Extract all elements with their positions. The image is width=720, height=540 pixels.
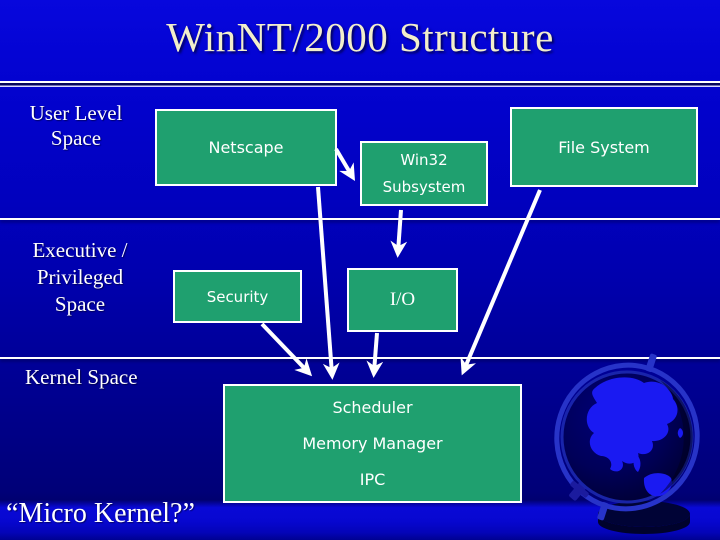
- label-kernel-space: Kernel Space: [25, 364, 185, 390]
- page-title: WinNT/2000 Structure: [166, 14, 554, 60]
- arrow-win32-to-io: [390, 209, 408, 258]
- box-label: Memory Manager: [302, 433, 443, 453]
- label-line: Space: [54, 292, 106, 316]
- globe-base-rim: [598, 514, 690, 534]
- box-micro-kernel: Scheduler Memory Manager IPC: [223, 384, 522, 503]
- arrow-security-to-kernel: [260, 322, 313, 377]
- label-line: Space: [50, 126, 102, 150]
- box-label: Security: [206, 287, 269, 306]
- arrow-filesystem-to-kernel: [460, 189, 542, 376]
- box-label: Win32: [400, 150, 448, 169]
- box-label: I/O: [389, 289, 416, 310]
- globe-icon: [554, 353, 700, 534]
- executive-space-divider-line: [0, 218, 720, 220]
- box-label: Netscape: [208, 138, 284, 157]
- label-line: Executive /: [32, 238, 128, 262]
- box-label: Subsystem: [382, 177, 466, 196]
- globe-shadow: [660, 380, 693, 494]
- arrow-io-to-kernel: [366, 332, 384, 378]
- box-file-system: File System: [510, 107, 698, 187]
- footer-quote: “Micro Kernel?”: [6, 498, 195, 529]
- globe-ring: [554, 353, 700, 521]
- title-divider-line: [0, 81, 720, 88]
- box-label: IPC: [359, 469, 386, 489]
- box-netscape: Netscape: [155, 109, 337, 186]
- box-win32-subsystem: Win32 Subsystem: [360, 141, 488, 206]
- label-line: User Level: [29, 101, 123, 125]
- box-security: Security: [173, 270, 302, 323]
- box-label: File System: [558, 137, 650, 157]
- arrow-netscape-to-kernel: [316, 186, 340, 380]
- label-user-level-space: User Level Space: [10, 101, 142, 151]
- box-io: I/O: [347, 268, 458, 332]
- arrow-netscape-to-win32: [334, 147, 355, 182]
- label-line: Kernel Space: [25, 365, 138, 389]
- label-line: Privileged: [36, 265, 124, 289]
- globe-rim: [560, 370, 694, 504]
- box-label: Scheduler: [332, 397, 413, 417]
- kernel-space-divider-line: [0, 357, 720, 359]
- label-executive-privileged-space: Executive / Privileged Space: [14, 237, 146, 318]
- globe-continents: [586, 377, 683, 497]
